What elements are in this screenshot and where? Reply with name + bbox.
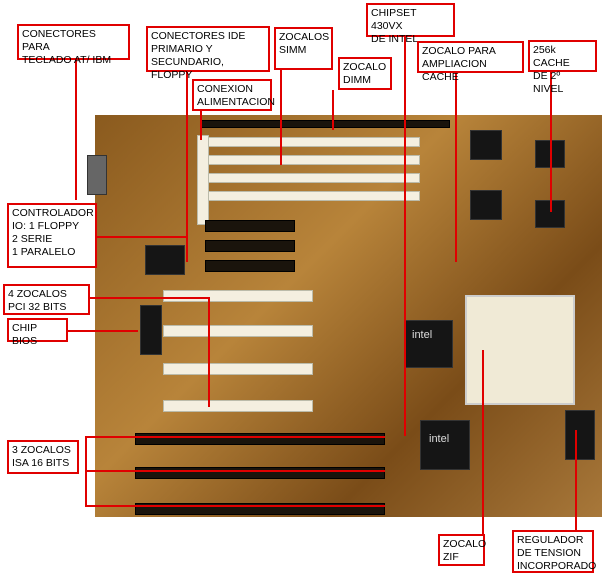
pci-slot [163,400,313,412]
label-pci: 4 ZOCALOS PCI 32 BITS [3,284,90,315]
label-regulator: REGULADOR DE TENSION INCORPORADO [512,530,596,573]
simm-slot [205,173,420,183]
ide-connector [205,240,295,252]
power-connector [197,135,209,225]
io-controller-chip [145,245,185,275]
label-ide-connectors: CONECTORES IDE PRIMARIO Y SECUNDARIO, FL… [146,26,270,81]
dimm-slot [200,120,450,128]
chipset-chip: intel [420,420,470,470]
floppy-connector [205,260,295,272]
pci-slot [163,290,313,302]
voltage-regulator [565,410,595,460]
label-bios: CHIP BIOS [7,318,68,347]
label-dimm: ZOCALO DIMM [338,57,392,90]
simm-slot [205,137,420,147]
label-simm: ZOCALOS SIMM [274,27,333,70]
bios-chip [140,305,162,355]
cache-socket-chip [470,190,502,220]
label-io-controller: CONTROLADOR IO: 1 FLOPPY 2 SERIE 1 PARAL… [7,203,97,268]
isa-slot [135,433,385,445]
simm-slot [205,191,420,201]
pci-slot [163,325,313,337]
cache-socket-chip [470,130,502,160]
label-chipset: CHIPSET 430VX DE INTEL [366,3,455,45]
chipset-chip: intel [405,320,453,368]
simm-slot [205,155,420,165]
label-cache: 256k CACHE DE 2º NIVEL [528,40,597,95]
label-power-connector: CONEXION ALIMENTACION [192,79,275,111]
ide-connector [205,220,295,232]
pci-slot [163,363,313,375]
keyboard-connector [87,155,107,195]
isa-slot [135,467,385,479]
intel-mark: intel [429,433,450,445]
label-zif: ZOCALO ZIF [438,534,486,566]
label-keyboard-connectors: CONECTORES PARA TECLADO AT/ IBM [17,24,130,66]
intel-mark: intel [412,329,433,341]
label-isa: 3 ZOCALOS ISA 16 BITS [7,440,79,474]
motherboard-photo: intel intel [87,115,602,517]
label-cache-socket: ZOCALO PARA AMPLIACION CACHE [417,41,524,83]
